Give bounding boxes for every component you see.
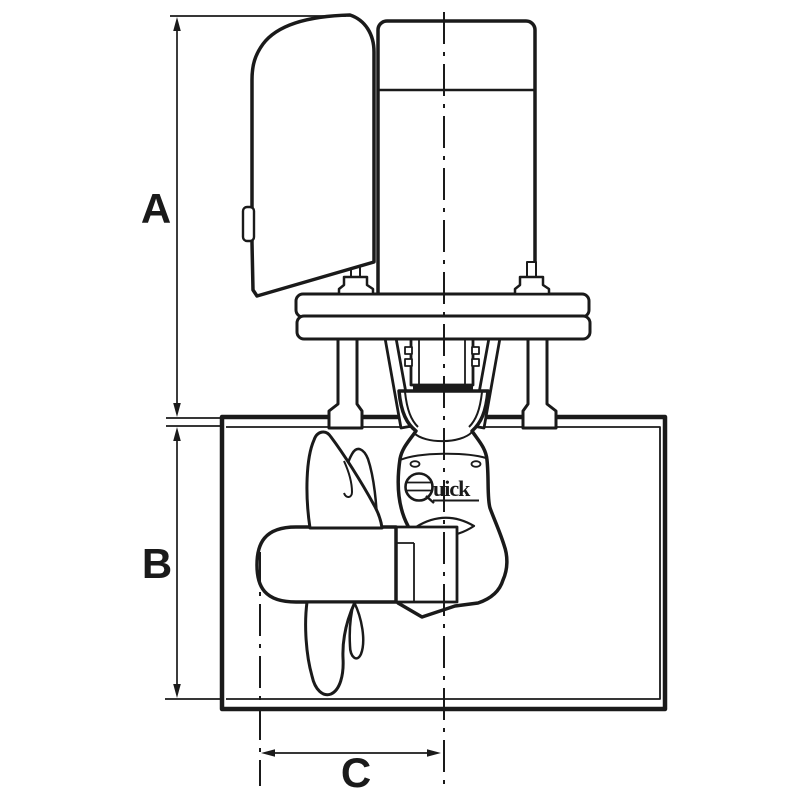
- coupling-notch: [404, 346, 413, 355]
- dim-a-arrow-up: [173, 17, 181, 31]
- nut-right: [513, 275, 551, 296]
- coupling-notch: [404, 358, 413, 367]
- propeller-hub: [255, 525, 398, 604]
- quick-logo-text: uick: [433, 476, 471, 501]
- motor-body: [376, 19, 537, 303]
- nut-left: [337, 275, 375, 296]
- coupling-notch: [471, 346, 480, 355]
- bracket-leg-left: [327, 336, 364, 430]
- stud-right: [526, 261, 537, 279]
- centerlines: [259, 12, 445, 788]
- dim-c-label: C: [341, 749, 371, 796]
- dim-a-arrow-down: [173, 403, 181, 417]
- back-blade-lower: [348, 600, 365, 660]
- quick-logo-q-band: [407, 481, 431, 492]
- leg-bolt-right: [470, 460, 482, 468]
- cover-latch: [241, 205, 256, 243]
- cover-body: [250, 13, 376, 298]
- dimension-c: [261, 749, 441, 757]
- dim-b-label: B: [142, 540, 172, 587]
- dim-a-label: A: [141, 185, 171, 232]
- dimension-b: [173, 427, 181, 698]
- quick-logo-q-icon: [404, 472, 434, 502]
- bowl-inner-lines: [404, 391, 483, 428]
- coupling-notch: [471, 358, 480, 367]
- propeller-front-blades: [304, 430, 384, 697]
- blade-edge-fold: [343, 460, 353, 498]
- quick-logo: uick: [404, 472, 479, 504]
- bracket-legs: [327, 336, 558, 430]
- flange-fasteners: [337, 261, 551, 296]
- dim-b-arrow-up: [173, 427, 181, 441]
- dimension-annotations: [165, 15, 441, 757]
- leg-bolt-left: [409, 460, 421, 468]
- protective-cover: [241, 13, 376, 298]
- propeller-blade-top: [305, 430, 384, 530]
- propeller-shaft-assembly: [255, 525, 459, 604]
- dim-c-arrow-right: [427, 749, 441, 757]
- dimension-a: [173, 17, 181, 417]
- dim-b-arrow-down: [173, 684, 181, 698]
- bracket-leg-right: [521, 336, 558, 430]
- dim-c-arrow-left: [261, 749, 275, 757]
- shaft-housing-step: [395, 542, 415, 602]
- propeller-blade-bottom: [304, 600, 357, 697]
- coupling-column: [409, 336, 475, 387]
- quick-logo-q-tail: [425, 495, 435, 504]
- electric-motor: [376, 19, 537, 303]
- flange-plate-top: [294, 292, 591, 319]
